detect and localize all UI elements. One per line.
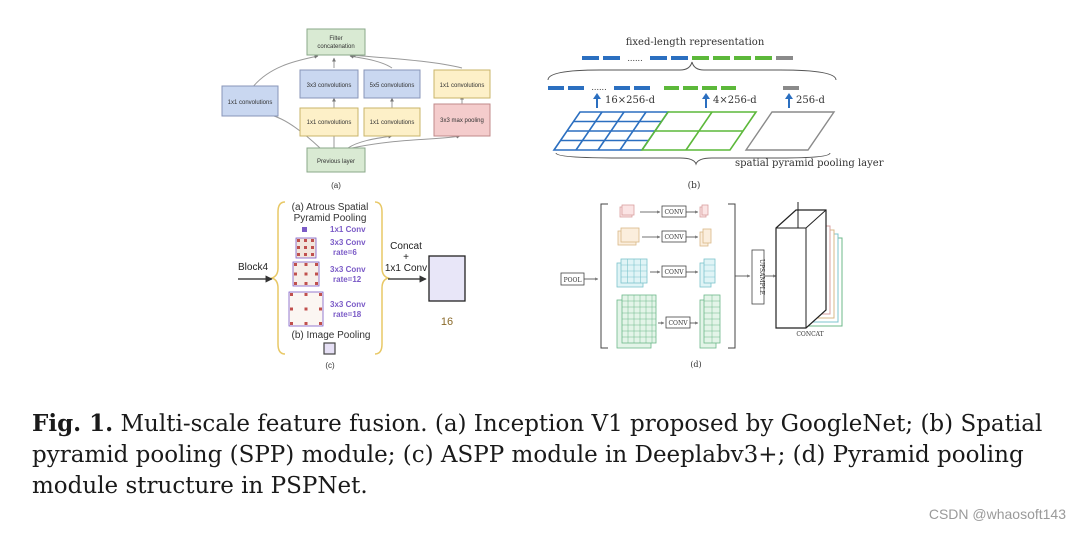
concat-text-2: + [403,252,409,263]
conv1x1-mid1-box [299,107,359,137]
conv-r12-text-2: rate=12 [333,275,362,284]
panel-c-label: (c) [325,361,335,370]
aspp-title-1: (a) Atrous Spatial [292,202,369,213]
conv-r12-text-1: 3x3 Conv [330,265,366,274]
conv-label-4: CONV [668,320,688,327]
caption-fig-label: Fig. 1. [32,410,114,437]
pool-text: POOL [564,277,582,284]
previous-layer-text: Previous layer [317,159,355,165]
conv-r6-square [295,237,317,259]
conv-r18-text-1: 3x3 Conv [330,300,366,309]
conv-label-2: CONV [664,234,684,241]
conv1x1-mid2-text: 1x1 convolutions [370,120,415,126]
fixed-length-text: fixed-length representation [626,37,765,48]
figure-canvas: Filter concatenation 3x3 convolutions 5x… [221,28,884,370]
spp-layer-text: spatial pyramid pooling layer [735,158,884,169]
caption-text: Multi-scale feature fusion. (a) Inceptio… [32,411,1043,499]
concat-text-3: 1x1 Conv [385,263,427,274]
dots-mid: ...... [591,83,606,92]
maxpool-text: 3x3 max pooling [440,118,484,124]
conv1x1-left-box [221,85,279,117]
conv-r18-square [288,291,324,327]
pool-row-1: CONV [619,204,709,218]
panel-b-spp: fixed-length representation ...... [547,37,884,191]
pool-row-3: CONV [616,258,716,288]
conv-r6-text-2: rate=6 [333,248,357,257]
watermark-text: CSDN @whaosoft143 [928,506,1066,522]
dim-4-text: 4×256-d [713,95,757,106]
mid-feature-bars [548,86,799,90]
upsample-box [751,249,765,305]
maxpool-box [433,103,491,137]
output-count-text: 16 [441,316,453,328]
output-feature-box [428,255,466,302]
conv-label-1: CONV [664,209,684,216]
conv5x5-text: 5x5 convolutions [370,83,415,89]
conv1-square [302,227,307,232]
panel-d-pspnet: POOL CONV CONV [560,202,843,369]
conv5x5-box [363,69,421,99]
panel-a-inception: Filter concatenation 3x3 convolutions 5x… [221,28,491,190]
concat-text-1: Concat [390,241,422,252]
concat-text: CONCAT [796,331,823,338]
figure-caption: Fig. 1. Multi-scale feature fusion. (a) … [32,408,1052,502]
image-pooling-text: (b) Image Pooling [292,330,371,341]
conv-r6-text-1: 3x3 Conv [330,238,366,247]
pool-row-4: CONV [616,294,721,349]
conv-r18-text-2: rate=18 [333,310,362,319]
filter-concat-text-1: Filter [329,36,342,42]
conv1x1-top-text: 1x1 convolutions [440,83,485,89]
dots-top: ...... [627,54,642,63]
filter-concat-box [306,28,366,56]
dim-16-text: 16×256-d [605,95,656,106]
conv1x1-top-box [433,69,491,99]
conv3x3-box [299,69,359,99]
conv1x1-left-text: 1x1 convolutions [228,100,273,106]
conv1x1-mid2-box [363,107,421,137]
grid-4x4 [552,111,670,151]
dim-1-text: 256-d [796,95,825,106]
block4-text: Block4 [238,262,268,273]
panel-c-aspp: (a) Atrous Spatial Pyramid Pooling 1x1 C… [238,201,466,370]
top-feature-bar [582,56,793,60]
concat-stack [775,202,843,329]
panel-d-label: (d) [690,360,701,369]
conv1-text: 1x1 Conv [330,225,366,234]
conv-label-3: CONV [664,269,684,276]
panel-a-label: (a) [331,181,341,190]
image-pooling-square [323,342,336,355]
conv-r12-square [292,261,320,287]
grid-1x1 [744,111,836,151]
panel-b-label: (b) [688,180,701,191]
upsample-text: UPSAMPLE [758,259,765,295]
grid-2x2 [640,111,758,151]
previous-layer-box [306,147,366,173]
aspp-title-2: Pyramid Pooling [294,213,367,224]
pool-row-2: CONV [617,227,712,247]
filter-concat-text-2: concatenation [317,44,354,50]
conv1x1-mid1-text: 1x1 convolutions [307,120,352,126]
conv3x3-text: 3x3 convolutions [307,83,352,89]
